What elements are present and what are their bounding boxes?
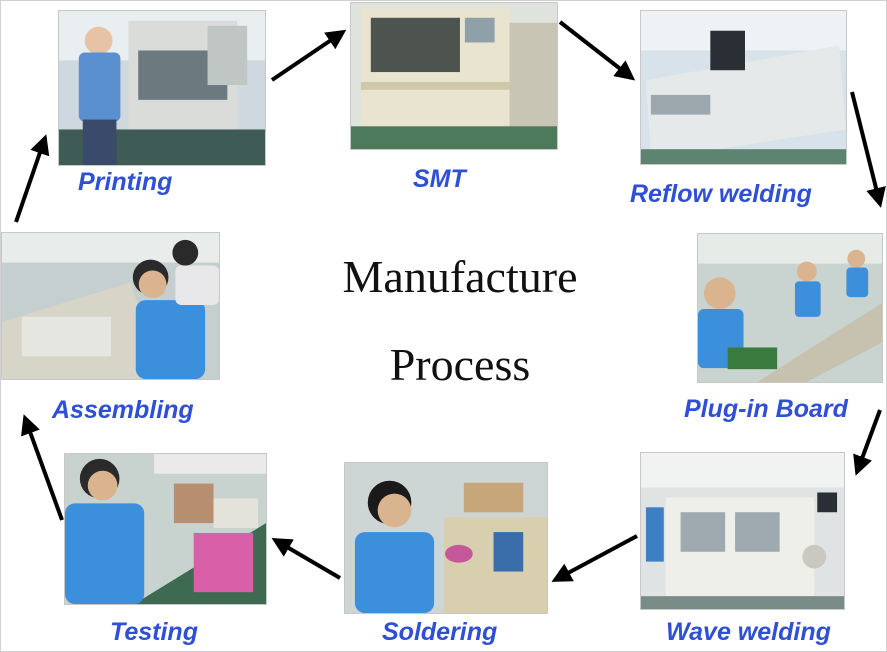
soldering-worker-photo bbox=[344, 462, 548, 614]
step-label-reflow: Reflow welding bbox=[630, 180, 812, 208]
testing-worker-photo bbox=[64, 453, 267, 605]
step-label-assembling: Assembling bbox=[52, 396, 194, 424]
step-label-testing: Testing bbox=[110, 618, 198, 646]
step-label-plug-in: Plug-in Board bbox=[684, 395, 848, 423]
reflow-oven-photo bbox=[640, 10, 847, 165]
wave-solder-machine-photo bbox=[640, 452, 845, 610]
title-line-1: Manufacture bbox=[342, 251, 578, 302]
assembly-line-photo bbox=[1, 232, 220, 380]
plug-in-line-photo bbox=[697, 233, 883, 383]
step-label-soldering: Soldering bbox=[382, 618, 498, 646]
printing-photo bbox=[58, 10, 266, 166]
step-label-wave: Wave welding bbox=[666, 618, 831, 646]
title-line-2: Process bbox=[389, 339, 531, 390]
step-label-smt: SMT bbox=[413, 165, 466, 193]
step-label-printing: Printing bbox=[78, 168, 173, 196]
smt-machine-photo bbox=[350, 2, 558, 150]
